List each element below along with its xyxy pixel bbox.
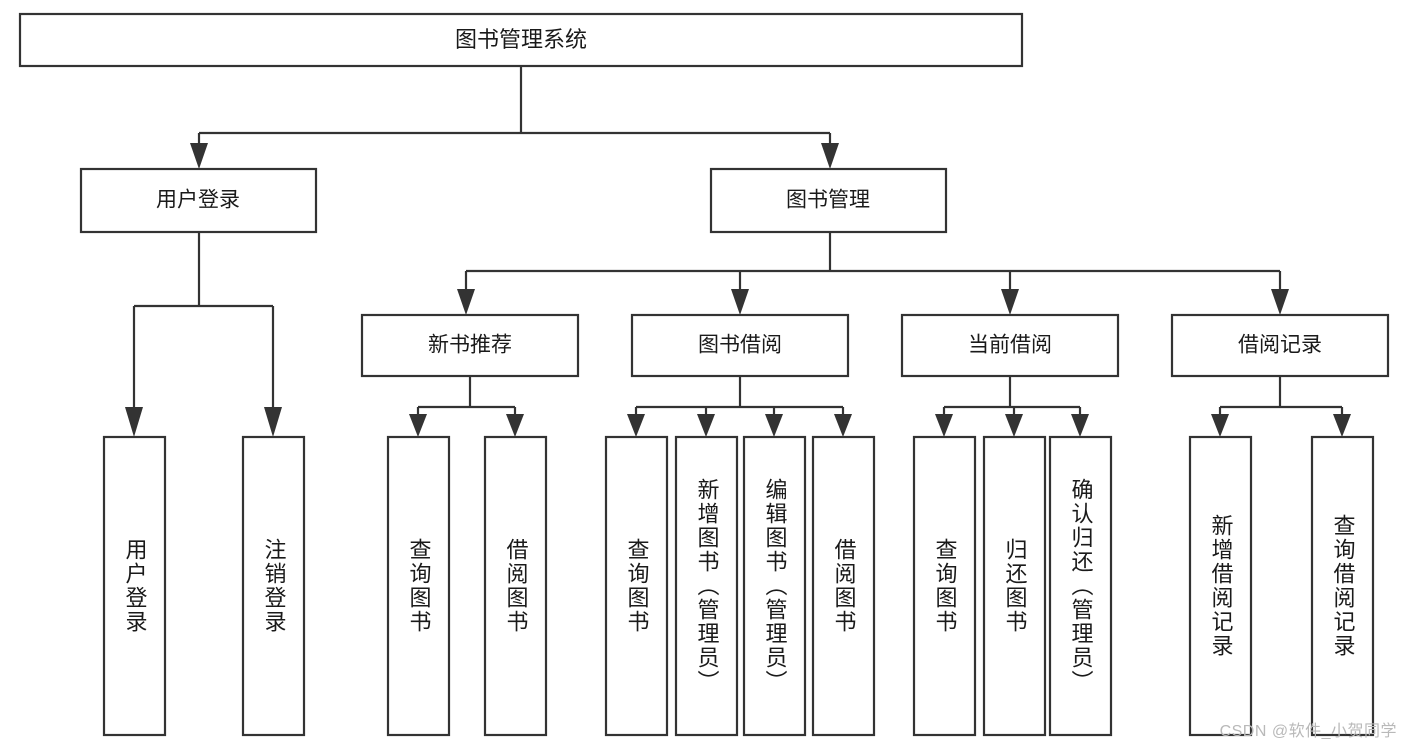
node-current-borrow-label: 当前借阅: [968, 334, 1052, 357]
arrowhead-book-mgmt: [821, 143, 839, 169]
leaf-box-cb-query-book[interactable]: [912, 435, 977, 737]
leaf-box-bb-edit-book[interactable]: [742, 435, 807, 737]
arrowhead-nb-leaf-1: [409, 414, 427, 437]
arrowhead-leaf-user-login: [125, 407, 143, 437]
node-user-login[interactable]: 用户登录: [79, 167, 318, 234]
leaf-box-bb-add-book[interactable]: [674, 435, 739, 737]
arrowhead-group: [125, 143, 1351, 437]
leaf-box-cb-return-book[interactable]: [982, 435, 1047, 737]
leaf-box-br-add-record[interactable]: [1188, 435, 1253, 737]
leaf-box-nb-query-book[interactable]: [386, 435, 451, 737]
arrowhead-cb-leaf-1: [935, 414, 953, 437]
node-borrow-record-box[interactable]: [1170, 313, 1390, 378]
node-book-borrow-box[interactable]: [630, 313, 850, 378]
arrowhead-bb-leaf-2: [697, 414, 715, 437]
leaf-box-bb-borrow-book[interactable]: [811, 435, 876, 737]
node-book-management-box[interactable]: [709, 167, 948, 234]
node-root[interactable]: 图书管理系统: [18, 12, 1024, 68]
arrowhead-br-leaf-2: [1333, 414, 1351, 437]
arrowhead-new-book: [457, 289, 475, 315]
node-book-borrow[interactable]: 图书借阅: [630, 313, 850, 378]
watermark-text: CSDN @软件_小贺同学: [1219, 723, 1397, 740]
arrowhead-book-borrow: [731, 289, 749, 315]
arrowhead-cb-leaf-3: [1071, 414, 1089, 437]
node-book-management-label: 图书管理: [786, 189, 870, 212]
node-user-login-label: 用户登录: [156, 189, 240, 212]
edge-group: [132, 66, 1344, 414]
node-root-box[interactable]: [18, 12, 1024, 68]
leaf-box-logout[interactable]: [241, 435, 306, 737]
leaf-box-nb-borrow-book[interactable]: [483, 435, 548, 737]
leaf-box-cb-confirm-return[interactable]: [1048, 435, 1113, 737]
node-new-book-recommend-box[interactable]: [360, 313, 580, 378]
node-current-borrow[interactable]: 当前借阅: [900, 313, 1120, 378]
leaf-box-user-login[interactable]: [102, 435, 167, 737]
arrowhead-cb-leaf-2: [1005, 414, 1023, 437]
arrowhead-bb-leaf-3: [765, 414, 783, 437]
arrowhead-current-borrow: [1001, 289, 1019, 315]
arrowhead-user-login: [190, 143, 208, 169]
leaf-box-br-query-record[interactable]: [1310, 435, 1375, 737]
arrowhead-bb-leaf-4: [834, 414, 852, 437]
arrowhead-leaf-logout: [264, 407, 282, 437]
arrowhead-br-leaf-1: [1211, 414, 1229, 437]
node-new-book-recommend[interactable]: 新书推荐: [360, 313, 580, 378]
arrowhead-borrow-record: [1271, 289, 1289, 315]
node-book-management[interactable]: 图书管理: [709, 167, 948, 234]
arrowhead-bb-leaf-1: [627, 414, 645, 437]
node-new-book-recommend-label: 新书推荐: [428, 334, 512, 357]
leaf-box-group: [102, 435, 1375, 737]
node-borrow-record[interactable]: 借阅记录: [1170, 313, 1390, 378]
node-root-label: 图书管理系统: [455, 27, 587, 52]
leaf-box-bb-query-book[interactable]: [604, 435, 669, 737]
node-current-borrow-box[interactable]: [900, 313, 1120, 378]
node-borrow-record-label: 借阅记录: [1238, 334, 1322, 357]
node-user-login-box[interactable]: [79, 167, 318, 234]
node-book-borrow-label: 图书借阅: [698, 334, 782, 357]
arrowhead-nb-leaf-2: [506, 414, 524, 437]
